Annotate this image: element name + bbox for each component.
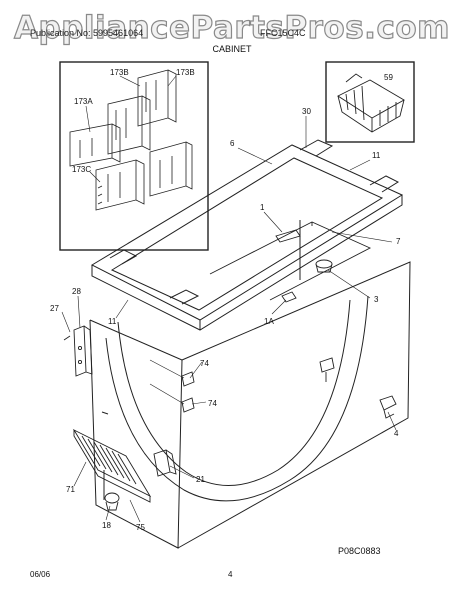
callout-11-top: 11 <box>372 151 381 160</box>
model-number: FFC15C4C <box>260 28 306 38</box>
machine-grille <box>72 428 152 503</box>
callout-75: 75 <box>136 523 145 532</box>
callout-21: 21 <box>196 475 205 484</box>
callout-11-bottom: 11 <box>108 317 117 326</box>
cabinet-body <box>89 220 411 549</box>
bracket-lower <box>181 397 195 413</box>
liner-opening <box>209 221 372 301</box>
section-title: CABINET <box>212 44 252 54</box>
hinge-mount <box>281 291 297 303</box>
callout-173c: 173C <box>72 165 91 174</box>
basket-inset <box>325 61 415 143</box>
light-assembly <box>275 229 301 243</box>
callout-4: 4 <box>394 429 399 438</box>
leveling-foot <box>379 395 397 419</box>
footer-page-number: 4 <box>228 570 233 579</box>
leader-lines <box>61 75 397 523</box>
footer-date: 06/06 <box>30 570 51 579</box>
callout-173a: 173A <box>74 97 93 106</box>
drawing-code: P08C0883 <box>338 546 381 556</box>
electrical-box <box>153 449 177 477</box>
callout-1a: 1A <box>264 317 274 326</box>
publication-number: Publication No: 5995461064 <box>30 28 144 38</box>
callout-18: 18 <box>102 521 111 530</box>
callout-74-upper: 74 <box>200 359 209 368</box>
callout-1: 1 <box>260 203 265 212</box>
divider-panels-inset <box>59 61 209 251</box>
hinge-bracket <box>63 325 93 377</box>
callout-30: 30 <box>302 107 311 116</box>
callout-59: 59 <box>384 73 393 82</box>
bracket-upper <box>181 371 195 387</box>
callout-27: 27 <box>50 304 59 313</box>
callout-7: 7 <box>396 237 401 246</box>
callout-6: 6 <box>230 139 235 148</box>
watermark-logo: AppliancePartsPros.com <box>13 9 450 46</box>
callout-labels: 173B 173B 173A 173C 59 30 6 11 1 7 3 28 … <box>50 68 401 532</box>
callout-71: 71 <box>66 485 75 494</box>
callout-28: 28 <box>72 287 81 296</box>
lid-frame-gasket <box>90 139 404 331</box>
foot-18 <box>104 492 120 511</box>
callout-173b-right: 173B <box>176 68 195 77</box>
drain-fitting <box>319 357 335 382</box>
callout-173b-left: 173B <box>110 68 129 77</box>
callout-74-lower: 74 <box>208 399 217 408</box>
callout-3: 3 <box>374 295 379 304</box>
drain-plug <box>315 259 333 273</box>
